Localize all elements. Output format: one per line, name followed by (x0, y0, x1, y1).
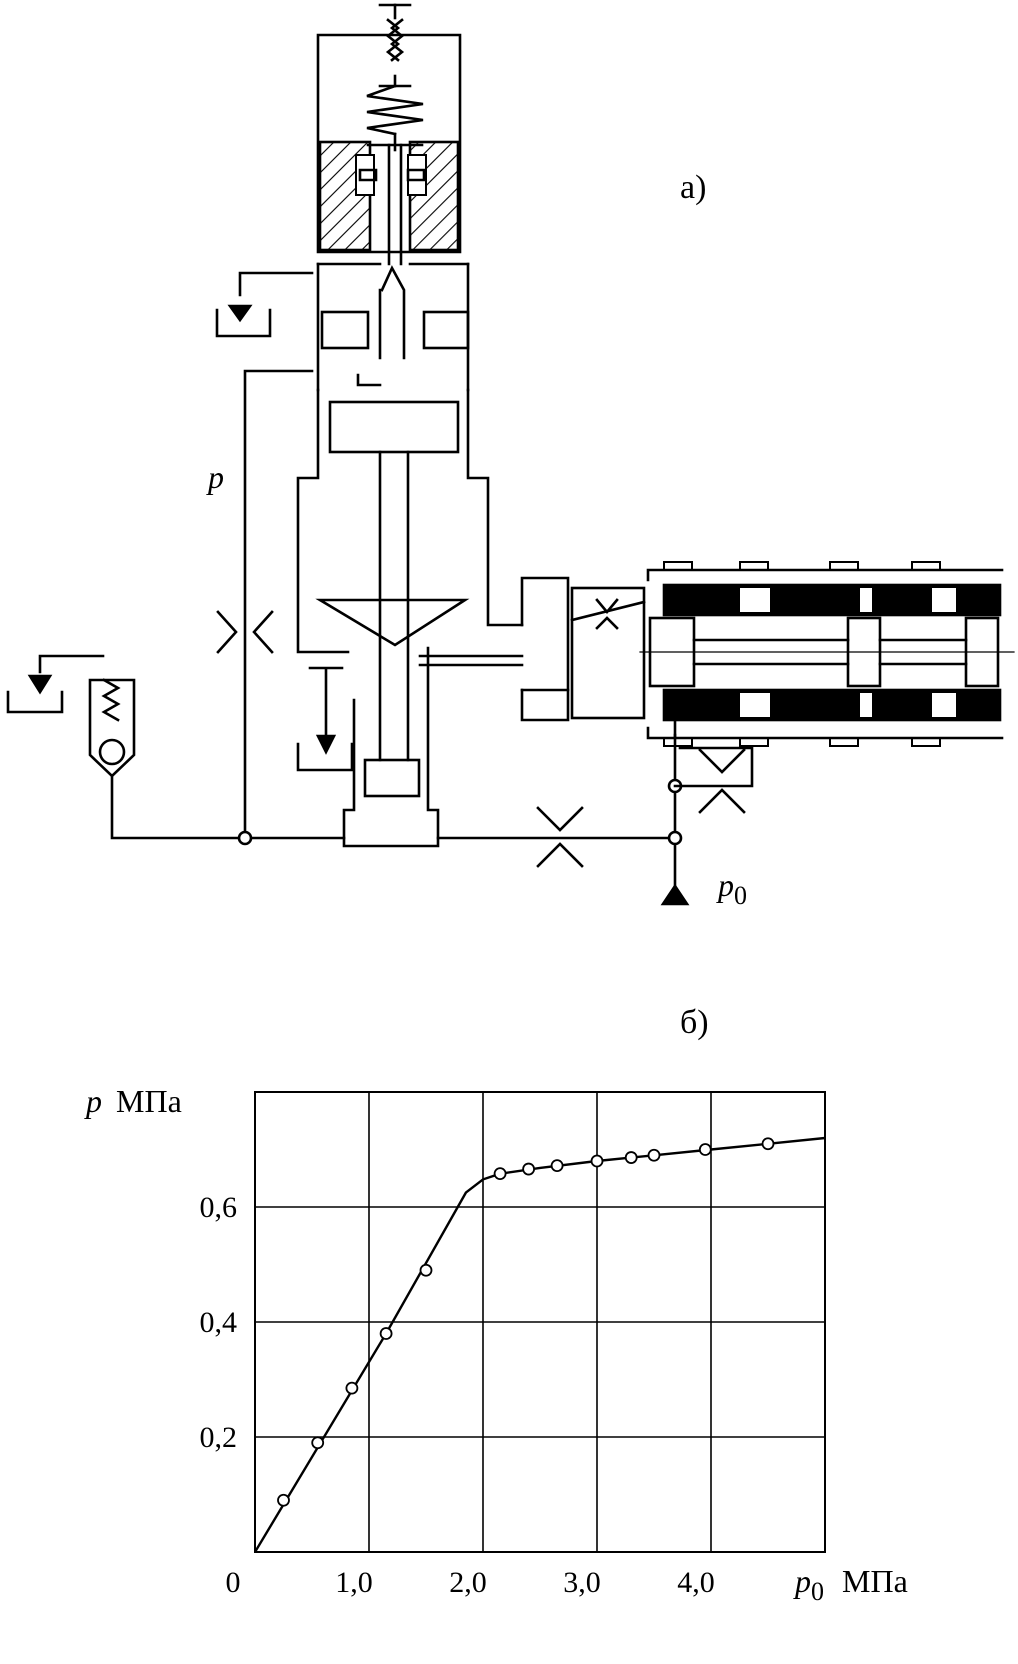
data-point (761, 1137, 775, 1151)
valve-chamber (316, 262, 470, 392)
x-axis-label-unit: МПа (842, 1563, 908, 1599)
pressure-label: p (206, 459, 224, 495)
data-point (550, 1159, 564, 1172)
y-tick-label: 0,6 (200, 1191, 238, 1224)
data-point (379, 1327, 393, 1340)
setting-spring (366, 3, 424, 152)
x-axis-label-sub: 0 (811, 1577, 824, 1606)
y-tick-label: 0,4 (200, 1306, 238, 1339)
series-points (277, 1137, 775, 1507)
supply-pressure-main: p (716, 867, 734, 903)
data-point (345, 1381, 359, 1395)
x-tick-label: 1,0 (335, 1566, 373, 1599)
y-axis-label-unit: МПа (116, 1083, 182, 1119)
series-line (253, 1136, 826, 1553)
panel-a-label: а) (680, 169, 706, 206)
data-point (522, 1162, 535, 1176)
regulator-schematic (6, 3, 1015, 906)
x-tick-label: 0 (226, 1566, 241, 1599)
data-point (419, 1263, 433, 1277)
y-axis-label: p МПа (84, 1083, 182, 1119)
supply-pressure-label: p0 (716, 867, 747, 910)
spring-housing (316, 33, 462, 266)
piston (296, 388, 524, 848)
y-axis-label-main: p (84, 1083, 102, 1119)
data-point (590, 1154, 604, 1168)
panel-b-label: б) (680, 1004, 709, 1041)
supply-line (436, 733, 754, 906)
data-point (493, 1167, 507, 1181)
supply-pressure-sub: 0 (734, 881, 747, 910)
y-tick-label: 0,2 (200, 1421, 238, 1454)
x-tick-label: 3,0 (563, 1566, 601, 1599)
x-tick-label: 4,0 (677, 1566, 715, 1599)
exhaust-icon (6, 271, 354, 772)
relief-valve (88, 678, 346, 840)
data-point (624, 1151, 638, 1164)
data-point (277, 1493, 290, 1507)
axis-ticks: 0 1,0 2,0 3,0 4,0 0,2 0,4 0,6 (200, 1191, 715, 1599)
x-axis-label: p0 МПа (793, 1563, 908, 1606)
spool-valve (520, 561, 1015, 747)
data-point (647, 1148, 661, 1162)
feedback-line (216, 369, 314, 846)
data-point (698, 1143, 712, 1156)
x-tick-label: 2,0 (449, 1566, 487, 1599)
chart-grid (255, 1092, 825, 1552)
data-point (311, 1436, 325, 1450)
x-axis-label-main: p (793, 1563, 811, 1599)
plot-frame (254, 1091, 826, 1553)
